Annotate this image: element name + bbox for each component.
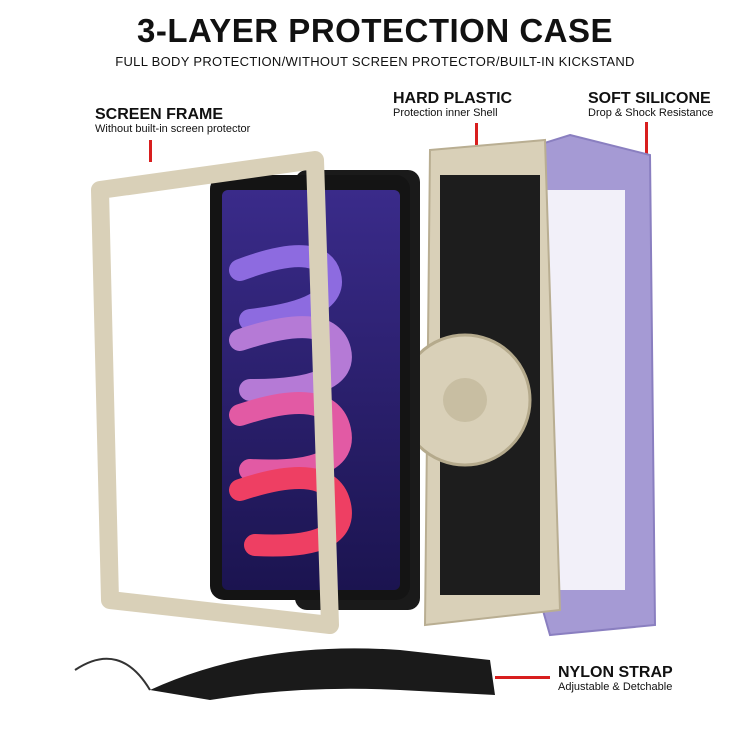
callout-label: NYLON STRAP [558,664,673,681]
pointer-line [645,122,648,160]
page-subtitle: FULL BODY PROTECTION/WITHOUT SCREEN PROT… [115,54,635,69]
callout-desc: Adjustable & Detchable [558,681,673,693]
callout-label: SCREEN FRAME [95,106,224,123]
nylon-strap [74,648,495,700]
pointer-line [475,123,478,145]
pointer-line [495,676,550,679]
callout-screen-frame: SCREEN FRAME Without built-in screen pro… [95,106,250,135]
callout-label: HARD PLASTIC [393,90,513,107]
callout-desc: Without built-in screen protector [95,123,251,135]
hard-plastic-shell [398,138,562,627]
pointer-line [149,140,152,162]
screen-frame [91,151,339,634]
callout-label: SOFT SILICONE [588,90,711,107]
callout-nylon-strap: NYLON STRAP Adjustable & Detchable [558,664,673,693]
page-title: 3-LAYER PROTECTION CASE [136,12,613,49]
callout-soft-silicone: SOFT SILICONE Drop & Shock Resistance [588,90,713,119]
callout-desc: Drop & Shock Resistance [588,107,714,119]
callout-desc: Protection inner Shell [393,107,498,119]
callout-hard-plastic: HARD PLASTIC Protection inner Shell [393,90,512,119]
